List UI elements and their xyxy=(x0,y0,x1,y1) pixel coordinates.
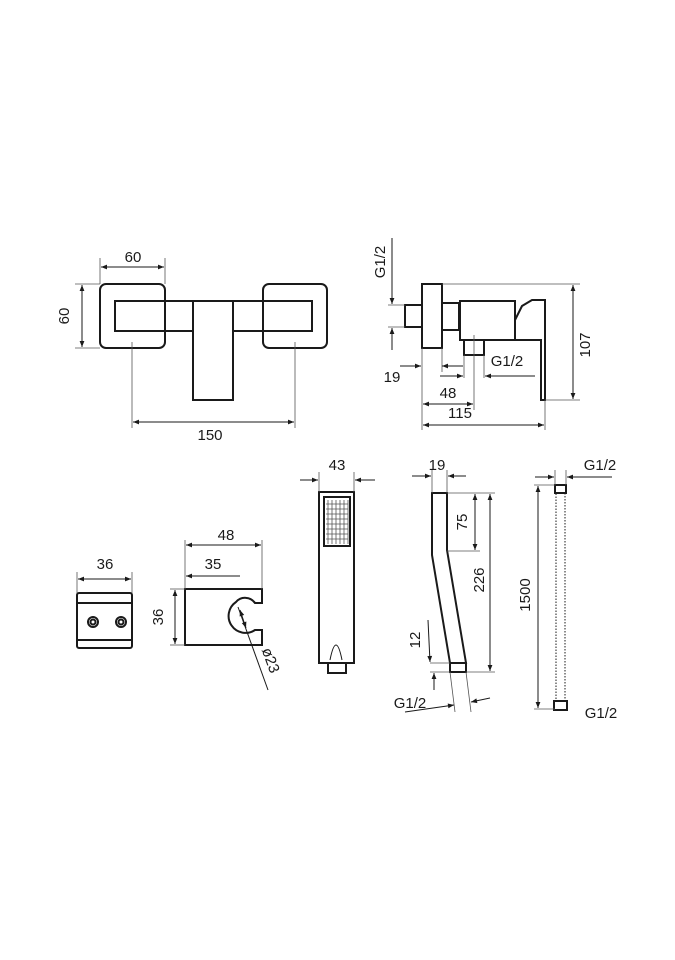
hand-shower-side: 19 75 226 12 G1/2 xyxy=(394,457,495,713)
dim-holder-width: 48 xyxy=(218,527,235,544)
dim-total-length: 226 xyxy=(471,567,488,592)
dim-knob-width: 60 xyxy=(125,249,142,266)
dim-shower-width: 43 xyxy=(329,457,346,474)
wall-connection-block: 36 xyxy=(76,556,133,649)
dim-block-width: 36 xyxy=(97,556,114,573)
dim-offset: 12 xyxy=(407,632,424,649)
mixer-side-view: 107 G1/2 19 G1/2 48 115 xyxy=(372,238,594,430)
dim-hose-bottom-thread: G1/2 xyxy=(585,705,618,722)
dim-total-height: 107 xyxy=(577,332,594,357)
dim-total-depth: 115 xyxy=(448,405,472,422)
hand-shower-front: 43 xyxy=(300,457,375,674)
dim-outlet-offset: 48 xyxy=(440,385,457,402)
dim-head-length: 75 xyxy=(454,514,471,531)
dim-hose-top-thread: G1/2 xyxy=(584,457,617,474)
dim-center-distance: 150 xyxy=(197,427,222,444)
dim-plate-depth: 19 xyxy=(384,369,401,386)
shower-holder: 48 35 36 ø23 xyxy=(150,527,283,691)
dim-hose-length: 1500 xyxy=(517,578,534,611)
dim-shower-depth: 19 xyxy=(429,457,446,474)
dim-inlet-thread: G1/2 xyxy=(372,246,389,279)
dim-holder-inner: 35 xyxy=(205,556,222,573)
dim-knob-height: 60 xyxy=(56,308,73,325)
dim-holder-height: 36 xyxy=(150,609,167,626)
dim-shower-thread: G1/2 xyxy=(394,695,427,712)
shower-hose: G1/2 1500 G1/2 xyxy=(517,457,617,722)
mixer-front-view: 60 60 150 xyxy=(56,249,328,444)
dim-outlet-thread: G1/2 xyxy=(491,353,524,370)
